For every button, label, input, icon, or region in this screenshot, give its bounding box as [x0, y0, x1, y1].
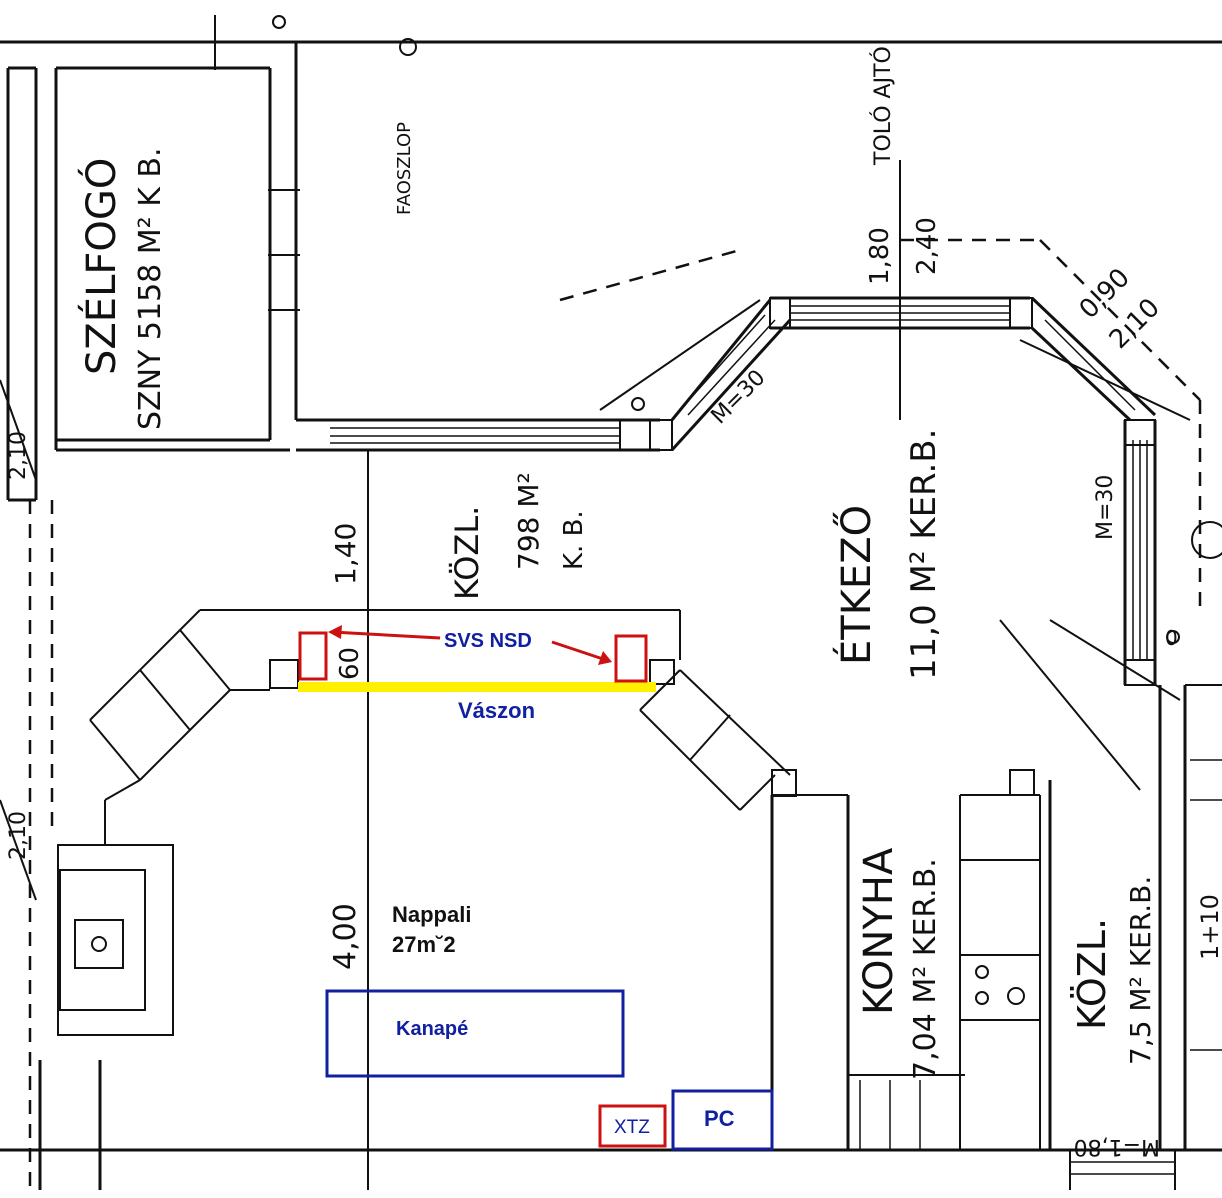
room-area: 27m˘2	[392, 932, 456, 957]
speaker-right[interactable]	[614, 634, 648, 683]
label-szelfogo: SZÉLFOGÓ	[77, 158, 125, 375]
pc-label: PC	[704, 1106, 735, 1131]
label-tolo-ajto: TOLÓ AJTÓ	[870, 46, 896, 166]
walls	[0, 15, 1222, 1190]
arrow-left-head	[328, 625, 342, 639]
pc-box[interactable]	[671, 1089, 774, 1151]
label-dim-400: 4,00	[328, 903, 363, 970]
sub-label: XTZ	[614, 1117, 650, 1138]
speaker-left[interactable]	[298, 631, 328, 681]
label-konyha: KONYHA	[856, 847, 902, 1015]
label-dim-240: 2,40	[912, 217, 942, 275]
room-name: Nappali	[392, 902, 471, 927]
sofa-box[interactable]	[325, 989, 625, 1078]
label-dim-180: 1,80	[865, 227, 895, 285]
label-dim-left-b: 2,10	[6, 811, 31, 860]
label-konyha-area: 7,04 M² KER.B.	[908, 858, 943, 1080]
label-kozl-right: KÖZL.	[1070, 918, 1114, 1030]
label-dim-right-a: 1+10	[1196, 894, 1222, 960]
annotations: SVS NSD Vászon Nappali 27m˘2 Kanapé XTZ …	[298, 625, 774, 1151]
sub-box[interactable]	[598, 1104, 667, 1148]
arrow-right-line	[551, 640, 607, 662]
label-dim-140: 1,40	[329, 523, 362, 585]
label-dim-o: 0	[1165, 626, 1178, 650]
sofa-label: Kanapé	[396, 1018, 468, 1040]
label-kozl-top-floor: K. B.	[559, 510, 589, 570]
handwritten-labels: SZÉLFOGÓ SZNY 5158 M² K B. FAOSZLOP KÖZL…	[6, 46, 1222, 1159]
label-faoszlop: FAOSZLOP	[394, 122, 415, 215]
label-szelfogo-area: SZNY 5158 M² K B.	[133, 147, 168, 430]
arrow-right-head	[598, 651, 612, 665]
arrow-left-line	[331, 630, 441, 640]
label-dim-w180: M=1,80	[1074, 1134, 1160, 1159]
speakers-label: SVS NSD	[444, 630, 532, 652]
label-kozl-top-area: 798 M²	[512, 472, 545, 570]
screen-label: Vászon	[458, 698, 535, 723]
screen-bar	[298, 682, 656, 692]
label-dim-60: 60	[335, 647, 365, 680]
label-kozl-top: KÖZL.	[448, 506, 486, 600]
label-etkezo-area: 11,0 M² KER.B.	[904, 429, 944, 680]
label-dim-left-a: 2,10	[6, 431, 31, 480]
label-etkezo: ÉTKEZŐ	[831, 505, 880, 665]
label-dim-m30b: M=30	[1093, 475, 1118, 540]
label-kozl-right-area: 7,5 M² KER.B.	[1124, 876, 1157, 1065]
